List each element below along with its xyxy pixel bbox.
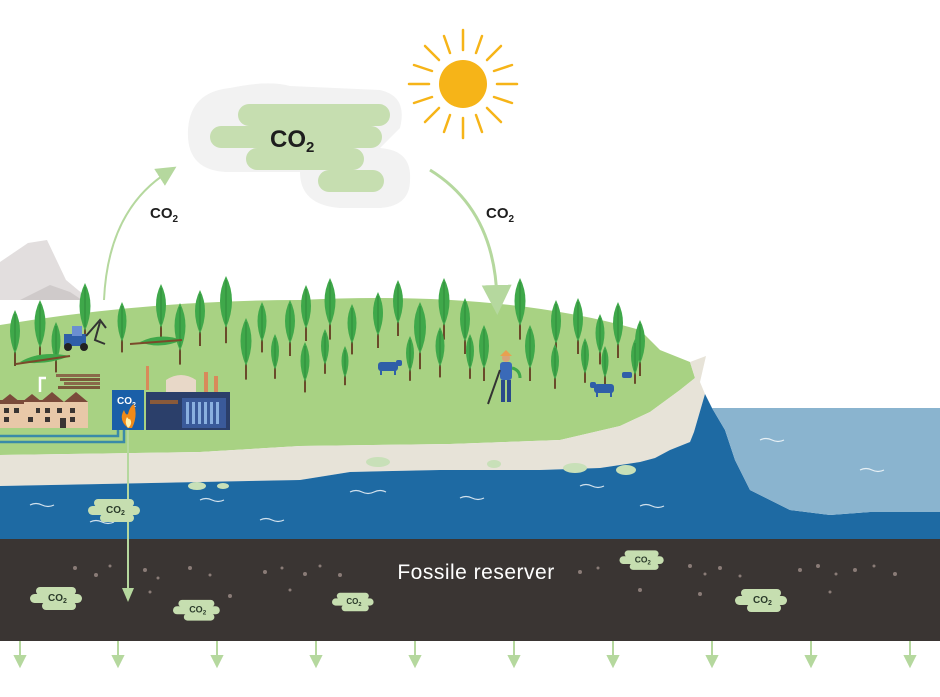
- svg-text:CO2: CO2: [486, 205, 515, 225]
- fossil-dots: [73, 564, 897, 598]
- left-co2-label: CO: [150, 205, 173, 222]
- tree-icon: [324, 278, 336, 340]
- sun-icon: [407, 28, 519, 140]
- power-plant-icon: CO2: [112, 366, 230, 430]
- tractor-icon: [64, 318, 107, 351]
- tree-icon: [341, 346, 349, 386]
- cloud-co2-label: CO: [270, 126, 306, 153]
- right-co2-label: CO: [486, 205, 509, 222]
- tree-icon: [321, 329, 329, 374]
- plant-co2-label: CO: [117, 396, 132, 407]
- tree-icon: [573, 298, 583, 354]
- house-icon: [0, 392, 88, 428]
- tree-icon: [156, 284, 166, 340]
- grassland: [0, 298, 695, 455]
- tree-icon: [271, 334, 279, 379]
- tree-icon: [435, 327, 445, 378]
- tree-icon: [414, 302, 426, 370]
- bubble-co2-label: CO2: [346, 597, 361, 608]
- bubble-co2-label: CO2: [753, 595, 772, 607]
- tree-icon: [373, 292, 383, 348]
- co2-bubble: CO2: [173, 599, 220, 621]
- tree-icon: [117, 302, 127, 353]
- tree-icon: [10, 310, 20, 366]
- tree-icon: [240, 318, 252, 380]
- log-pile-icon: [15, 336, 183, 389]
- tree-icon: [347, 304, 357, 355]
- tree-icon: [613, 302, 623, 358]
- waves: [29, 437, 885, 525]
- tree-icon: [195, 290, 205, 346]
- fossil-layer: [0, 539, 940, 641]
- rocks: [188, 457, 636, 490]
- tree-icon: [406, 336, 414, 381]
- ocean: [0, 394, 940, 539]
- absorption-arrow: [429, 168, 512, 315]
- tree-icon: [631, 339, 639, 384]
- tree-icon: [595, 314, 605, 365]
- tree-icon: [220, 276, 232, 344]
- co2-bubble: CO2: [619, 550, 664, 570]
- cloud-co2-subscript: 2: [306, 139, 314, 156]
- ocean-distant: [712, 408, 940, 515]
- svg-text:CO2: CO2: [150, 205, 179, 225]
- reservoir-label: Fossile reserver: [397, 561, 554, 584]
- tree-icon: [438, 278, 450, 340]
- co2-bubble: CO2: [735, 589, 787, 612]
- tree-icon: [551, 344, 559, 389]
- tree-icon: [581, 338, 589, 383]
- flame-icon: [121, 404, 136, 428]
- tree-icon: [601, 346, 609, 386]
- co2-bubble: CO2: [332, 592, 374, 612]
- tree-icon: [460, 298, 470, 354]
- svg-text:CO2: CO2: [270, 126, 314, 156]
- cliff: [0, 356, 706, 486]
- tree-icon: [257, 302, 267, 353]
- tree-icon: [525, 325, 535, 381]
- cow-icon: [378, 360, 632, 397]
- bubble-co2-label: CO2: [48, 593, 67, 605]
- tree-icon: [34, 300, 46, 362]
- tree-icon: [479, 325, 489, 381]
- forest: [10, 276, 645, 393]
- mountain-icon: [0, 240, 90, 300]
- emission-arrow: [103, 166, 177, 301]
- co2-bubble: CO2: [88, 499, 140, 522]
- tree-icon: [51, 322, 61, 373]
- co2-cloud: CO2: [187, 83, 411, 208]
- farmer-icon: [487, 350, 522, 405]
- bubble-co2-label: CO2: [106, 505, 125, 517]
- right-co2-subscript: 2: [509, 214, 515, 225]
- tree-icon: [301, 285, 311, 341]
- tree-icon: [393, 280, 403, 336]
- bubble-co2-label: CO2: [635, 554, 652, 566]
- bubble-co2-label: CO2: [189, 605, 207, 617]
- left-co2-subscript: 2: [173, 214, 179, 225]
- tree-icon: [285, 300, 295, 356]
- co2-bubble: CO2: [30, 587, 82, 610]
- tree-icon: [466, 334, 474, 379]
- down-arrows: [13, 641, 917, 669]
- tree-icon: [300, 342, 310, 393]
- tree-icon: [514, 278, 526, 340]
